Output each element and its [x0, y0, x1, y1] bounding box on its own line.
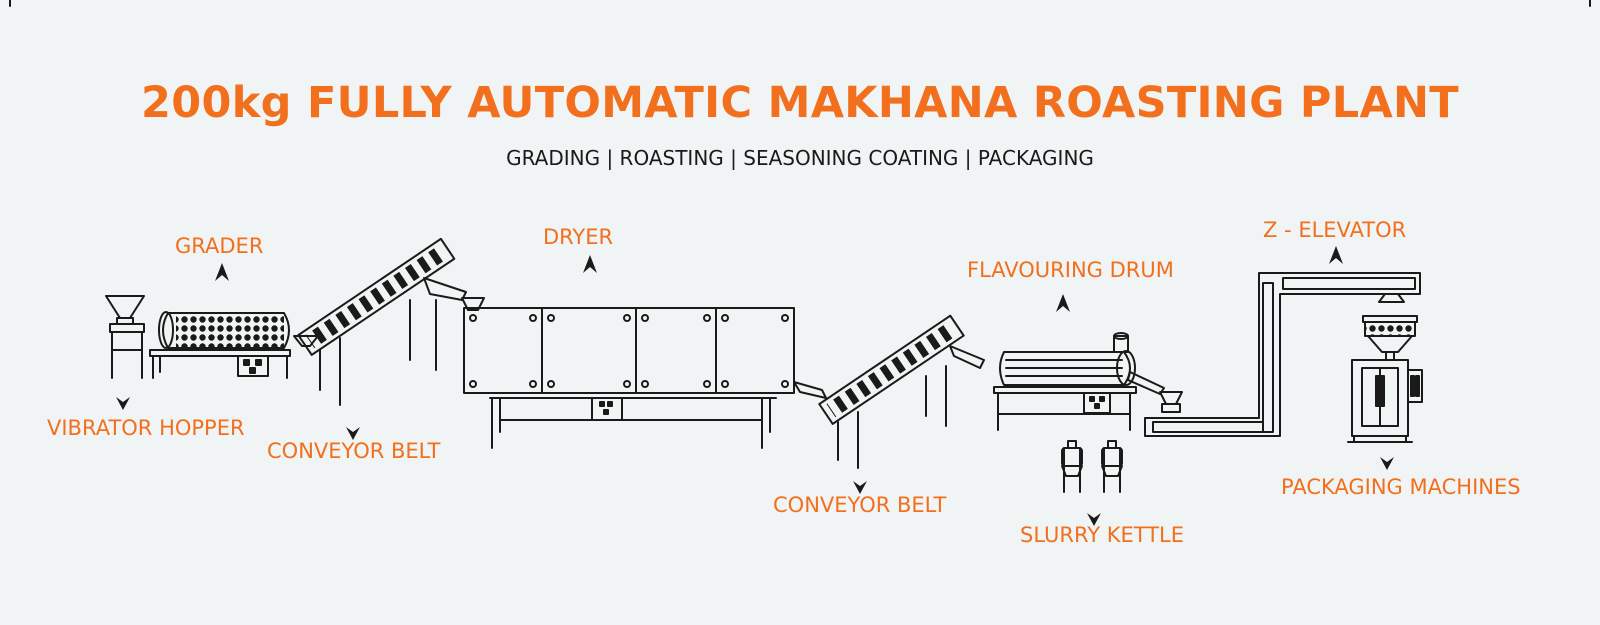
up-arrow-icon: [583, 255, 597, 273]
label-conveyor-belt-1: CONVEYOR BELT: [267, 439, 441, 463]
z-elevator-machine: [1144, 272, 1421, 437]
page-title: 200kg FULLY AUTOMATIC MAKHANA ROASTING P…: [141, 78, 1459, 128]
page-subtitle: GRADING | ROASTING | SEASONING COATING |…: [506, 146, 1094, 170]
label-packaging-machines: PACKAGING MACHINES: [1281, 475, 1521, 499]
down-arrow-icon: [853, 481, 867, 494]
vibrator-hopper-machine: [105, 295, 145, 379]
down-arrow-icon: [346, 427, 360, 440]
label-flavouring-drum: FLAVOURING DRUM: [967, 258, 1174, 282]
slurry-kettle-machine: [1061, 440, 1123, 493]
down-arrow-icon: [1380, 457, 1394, 470]
label-slurry-kettle: SLURRY KETTLE: [1020, 523, 1184, 547]
down-arrow-icon: [116, 397, 130, 410]
dryer-machine: [463, 307, 827, 449]
label-z-elevator: Z - ELEVATOR: [1263, 218, 1407, 242]
label-conveyor-belt-2: CONVEYOR BELT: [773, 493, 947, 517]
label-grader: GRADER: [175, 234, 264, 258]
packaging-machine: [1347, 315, 1423, 443]
flavouring-drum-machine: [993, 332, 1165, 431]
conveyor-belt-2-machine: [818, 314, 985, 469]
up-arrow-icon: [215, 263, 229, 281]
grader-machine: [149, 311, 291, 379]
label-dryer: DRYER: [543, 225, 614, 249]
down-arrow-icon: [1087, 513, 1101, 526]
conveyor-belt-1-machine: [293, 237, 485, 406]
up-arrow-icon: [1056, 294, 1070, 312]
corner-marks: [9, 0, 1591, 7]
up-arrow-icon: [1329, 246, 1343, 264]
arrow-markers: [116, 246, 1394, 526]
label-vibrator-hopper: VIBRATOR HOPPER: [47, 416, 245, 440]
